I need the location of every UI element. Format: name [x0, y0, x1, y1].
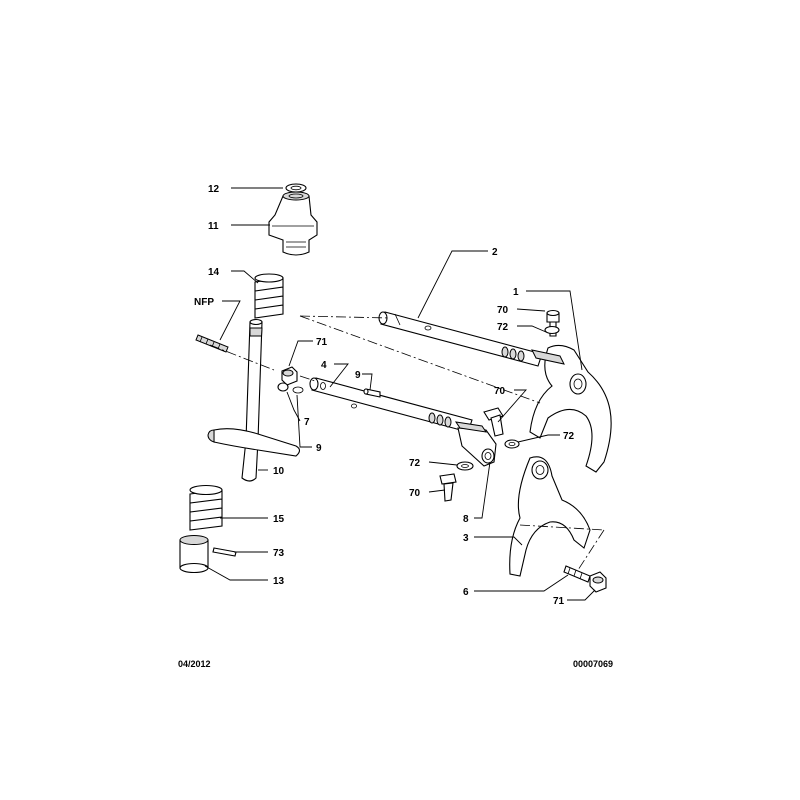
callout-nfp: NFP	[194, 297, 214, 308]
part-washer-72-mid	[504, 439, 520, 449]
footer-date: 04/2012	[178, 659, 211, 669]
callout-70-mid: 70	[494, 386, 506, 397]
part-spring-14	[254, 273, 284, 319]
part-roll-pin-73	[212, 547, 237, 557]
callout-3: 3	[463, 533, 469, 544]
callout-15: 15	[273, 514, 285, 525]
part-spring-15	[189, 484, 223, 531]
part-selector-shaft-10	[207, 318, 301, 482]
callout-70-top: 70	[497, 305, 509, 316]
callout-70-lower: 70	[409, 488, 421, 499]
part-detent-7-9	[277, 382, 381, 398]
assembly-center-lines	[209, 315, 605, 571]
callout-6: 6	[463, 587, 469, 598]
part-nut-71-left	[281, 366, 298, 386]
callout-72-top: 72	[497, 322, 509, 333]
footer-reference: 00007069	[573, 659, 613, 669]
callout-2: 2	[492, 247, 498, 258]
callout-4: 4	[321, 360, 327, 371]
callout-9-upper: 9	[355, 370, 361, 381]
callout-72-mid: 72	[563, 431, 575, 442]
callout-9-lower: 9	[316, 443, 322, 454]
part-fork-rod-2	[378, 311, 543, 367]
part-washer-72-lower	[456, 461, 474, 471]
part-fork-block-8	[454, 421, 497, 467]
part-fork-rod-4	[309, 377, 473, 433]
part-shift-fork-1	[529, 344, 612, 473]
callout-71-right: 71	[553, 596, 565, 607]
part-shift-fork-3	[509, 456, 591, 577]
callout-12: 12	[208, 184, 220, 195]
part-pin-nfp	[195, 334, 229, 353]
callout-13: 13	[273, 576, 285, 587]
callout-8: 8	[463, 514, 469, 525]
leader-lines	[204, 187, 596, 601]
callout-1: 1	[513, 287, 519, 298]
callout-14: 14	[208, 267, 220, 278]
callout-71-left: 71	[316, 337, 328, 348]
part-stud-6	[563, 565, 591, 583]
part-guide-bush-11	[268, 191, 318, 256]
part-washer-72-top	[544, 325, 560, 335]
part-circlip-12	[285, 183, 307, 193]
part-sleeve-13	[179, 535, 209, 574]
part-bolt-70-lower	[439, 473, 457, 502]
part-nut-71-right	[589, 571, 607, 593]
callout-72-lower: 72	[409, 458, 421, 469]
callout-11: 11	[208, 221, 219, 232]
callout-10: 10	[273, 466, 285, 477]
callout-73: 73	[273, 548, 285, 559]
callout-7: 7	[304, 417, 310, 428]
